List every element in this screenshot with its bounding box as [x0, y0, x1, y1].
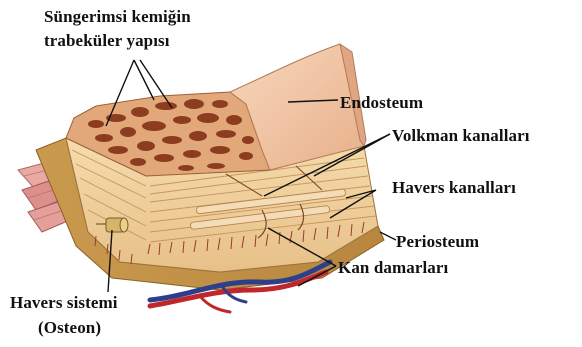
- spongy-bone-label-line2: trabeküler yapısı: [44, 31, 170, 51]
- havers-system-label-line1: Havers sistemi: [10, 293, 118, 313]
- havers-system-label-line2: (Osteon): [38, 318, 101, 338]
- endosteum-label: Endosteum: [340, 93, 423, 113]
- periosteum-label: Periosteum: [396, 232, 479, 252]
- volkmann-canals-label: Volkman kanalları: [392, 126, 530, 146]
- spongy-bone-label-line1: Süngerimsi kemiğin: [44, 7, 191, 27]
- havers-canals-label: Havers kanalları: [392, 178, 516, 198]
- blood-vessels-label: Kan damarları: [338, 258, 448, 278]
